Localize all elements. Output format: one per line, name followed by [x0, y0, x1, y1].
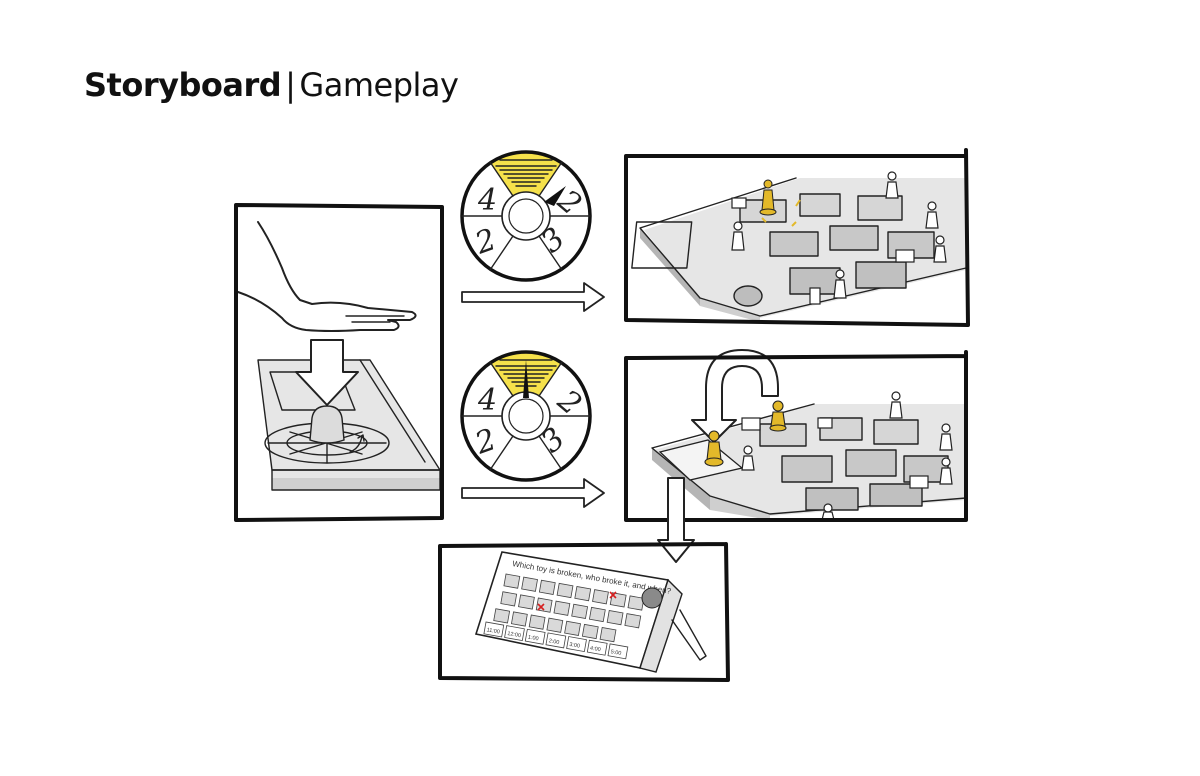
- wheel-1-number-a: 4: [477, 183, 497, 218]
- time-slot-label: 5:00: [610, 649, 622, 657]
- panel-question-card: Which toy is broken, who broke it, and w…: [438, 542, 730, 682]
- panel-board-move: [624, 148, 970, 327]
- page-title: Storyboard|Gameplay: [84, 66, 459, 104]
- time-slot-label: 2:00: [548, 638, 560, 646]
- time-slot: 4:00: [586, 639, 608, 656]
- time-slot: 3:00: [566, 636, 587, 652]
- time-slot-label: 1:00: [527, 635, 539, 643]
- pawn-yellow-landed: [704, 400, 787, 467]
- press-arrow: [295, 339, 359, 406]
- panel-frame: [438, 542, 730, 682]
- hand: [237, 221, 417, 332]
- flow-arrow-2: [461, 478, 605, 508]
- time-row: 11:00 12:00 1:00 2:00 3:00 4:00 5:00: [483, 621, 629, 660]
- pawn-yellow: [759, 179, 777, 216]
- jump-arrow: [691, 349, 779, 443]
- time-slot: 1:00: [524, 628, 546, 645]
- title-separator: |: [285, 66, 296, 104]
- time-slot-label: 12:00: [507, 631, 522, 639]
- table-edge: [272, 478, 440, 490]
- wheel-1-pointer: [544, 186, 566, 206]
- push-dome: [309, 405, 345, 444]
- panel-hand-press: [234, 203, 444, 522]
- time-slot: 2:00: [545, 632, 567, 649]
- table-surface: [258, 360, 440, 478]
- wheel-2-pointer: [523, 360, 529, 398]
- time-slot-label: 3:00: [569, 642, 581, 650]
- panel-frame: [234, 203, 444, 522]
- spinner-wheel-1: 4 2 2 3: [460, 150, 592, 282]
- title-bold: Storyboard: [84, 66, 282, 104]
- time-slot-label: 11:00: [486, 627, 500, 635]
- panel-frame: [624, 148, 970, 327]
- time-slot-label: 4:00: [589, 646, 601, 654]
- time-slot: 11:00: [483, 621, 505, 638]
- panel-board-jump: [624, 349, 968, 522]
- flow-arrow-1: [461, 282, 605, 312]
- title-subtitle: Gameplay: [299, 66, 459, 104]
- time-slot: 5:00: [607, 643, 629, 660]
- wheel-2-number-a: 4: [477, 383, 497, 418]
- panel-frame: [624, 350, 968, 522]
- spinner-wheel-2: 4 2 2 3: [460, 350, 592, 482]
- flow-arrow-down: [657, 477, 695, 563]
- time-slot: 12:00: [504, 625, 525, 642]
